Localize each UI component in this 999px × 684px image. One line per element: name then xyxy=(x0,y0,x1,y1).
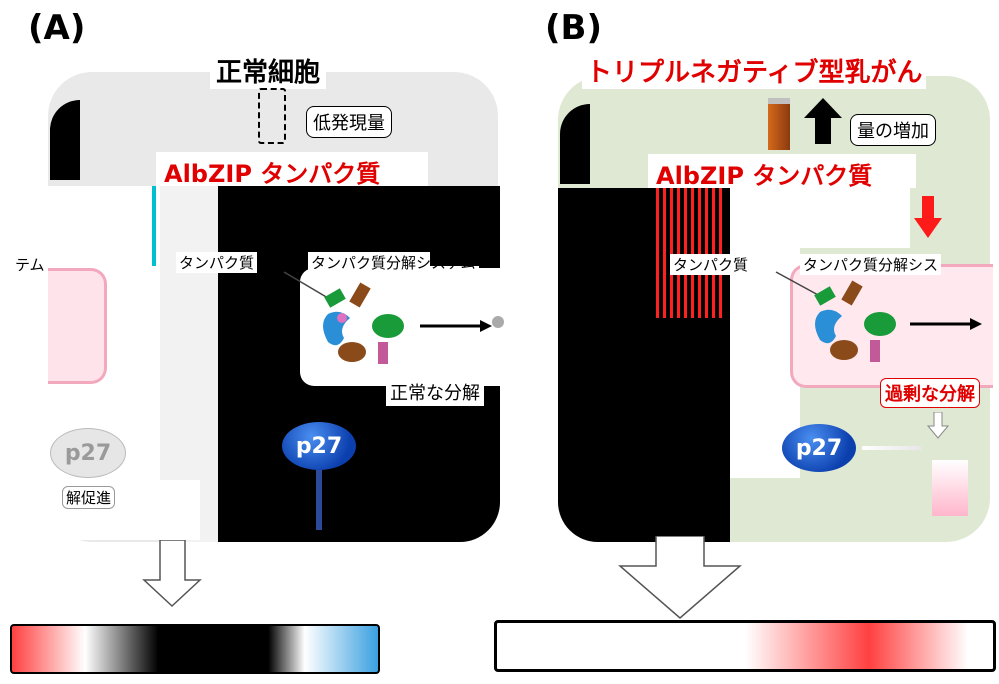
occlusion-cyan-line xyxy=(152,186,156,266)
panel-a-label: (A) xyxy=(28,8,86,48)
up-arrow-icon xyxy=(804,98,842,144)
outcome-arrow-b xyxy=(617,536,743,619)
tnbc-pink-residue xyxy=(932,460,968,516)
degradation-complex-illustration xyxy=(283,271,504,364)
tnbc-degradation-complex-illustration xyxy=(775,271,982,362)
tnbc-title: トリプルネガティブ型乳がん xyxy=(582,52,927,89)
p27-protein: p27 xyxy=(282,422,356,470)
red-down-arrow-icon xyxy=(914,196,942,238)
degradation-box-left-partial xyxy=(48,268,107,384)
tnbc-cell-left-edge xyxy=(560,104,590,184)
outcome-bar-a xyxy=(10,624,380,674)
partial-system-label: テム xyxy=(12,254,48,275)
tnbc-small-down-arrow-icon xyxy=(926,412,950,439)
panel-b-label: (B) xyxy=(545,8,602,48)
tnbc-protein-small-label: タンパク質 xyxy=(670,254,752,275)
normal-cell-left-edge xyxy=(50,100,80,180)
excess-degradation-label: 過剰な分解 xyxy=(880,378,980,408)
occlusion-white-b2 xyxy=(800,188,910,248)
occlusion-black-a2 xyxy=(430,186,500,266)
p27-stem xyxy=(316,470,322,530)
red-stripes-b xyxy=(656,188,726,318)
protein-small-label: タンパク質 xyxy=(176,252,258,273)
outcome-bar-b xyxy=(494,620,996,672)
outcome-arrow-a xyxy=(142,540,202,608)
tnbc-degradation-system-label: タンパク質分解シス xyxy=(800,254,942,275)
increased-expression-callout: 量の増加 xyxy=(850,114,936,146)
normal-cell-title: 正常細胞 xyxy=(210,52,327,89)
occlusion-white-b xyxy=(730,188,800,478)
low-expression-gene-marker xyxy=(258,88,286,144)
tnbc-p27-fade-line xyxy=(862,446,922,450)
high-expression-gene-marker xyxy=(768,98,790,150)
albzip-protein-title: AlbZIP タンパク質 xyxy=(164,160,381,188)
tnbc-protein-title-box xyxy=(648,154,916,188)
tnbc-albzip-protein-title: AlbZIP タンパク質 xyxy=(656,162,873,190)
low-expression-callout: 低発現量 xyxy=(306,106,392,138)
degradation-promotion-label: 解促進 xyxy=(62,486,116,509)
protein-title-box xyxy=(156,152,428,186)
p27-degraded: p27 xyxy=(50,428,126,478)
normal-degradation-label: 正常な分解 xyxy=(386,378,484,406)
tnbc-p27-protein: p27 xyxy=(782,424,856,472)
